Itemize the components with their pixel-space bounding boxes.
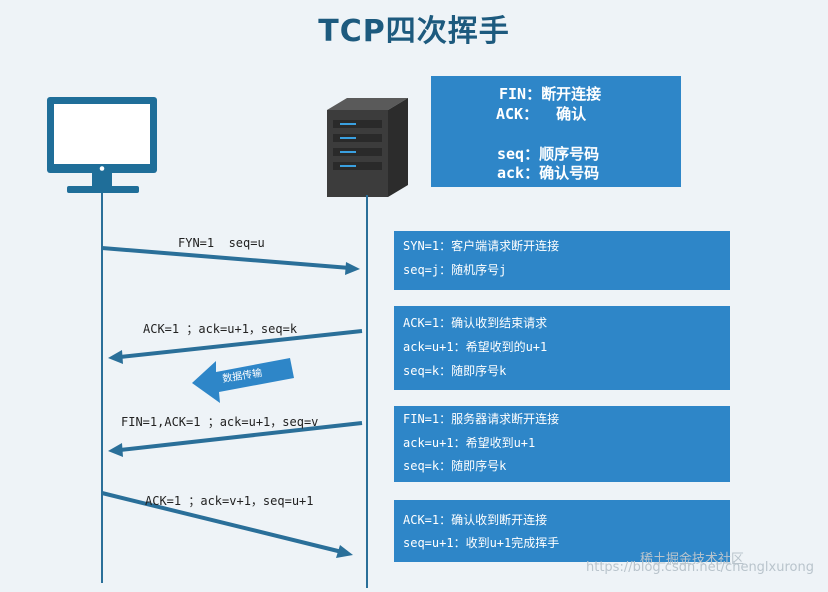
message-label-4: ACK=1 ；ack=v+1，seq=u+1 (145, 494, 314, 508)
diagram-title: TCP四次挥手 (318, 14, 510, 49)
message-label-1: FYN=1 seq=u (178, 236, 265, 250)
message-arrow-3 (108, 421, 363, 457)
watermark-url: https://blog.csdn.net/chenglxurong (586, 560, 814, 575)
server-icon (327, 98, 408, 197)
message-arrow-2 (108, 329, 363, 364)
explain-line: seq=j：随机序号j (403, 263, 507, 277)
explain-line: seq=u+1：收到u+1完成挥手 (403, 536, 560, 550)
explain-line: ack=u+1：希望收到u+1 (403, 436, 536, 450)
watermark-brand: 稀土掘金技术社区 (640, 552, 745, 567)
message-arrow-4 (101, 491, 353, 558)
explain-line: ACK=1：确认收到结束请求 (403, 316, 548, 330)
explain-line: ack=u+1：希望收到的u+1 (403, 340, 548, 354)
explain-line: SYN=1：客户端请求断开连接 (403, 239, 560, 253)
explain-line: seq=k：随即序号k (403, 364, 507, 378)
client-computer-icon (47, 97, 157, 193)
legend-ackno: ack：确认号码 (497, 164, 600, 182)
data-transfer-arrow (192, 358, 294, 403)
explain-box-2: ACK=1：确认收到结束请求 ack=u+1：希望收到的u+1 seq=k：随即… (394, 306, 730, 390)
legend-box: FIN：断开连接 ACK： 确认 seq：顺序号码 ack：确认号码 (431, 76, 681, 187)
legend-ack: ACK： 确认 (496, 105, 587, 123)
explain-line: FIN=1：服务器请求断开连接 (403, 412, 560, 426)
message-arrow-1 (101, 246, 360, 275)
explain-box-3: FIN=1：服务器请求断开连接 ack=u+1：希望收到u+1 seq=k：随即… (394, 406, 730, 482)
message-label-3: FIN=1,ACK=1 ；ack=u+1，seq=v (121, 415, 319, 429)
legend-seq: seq：顺序号码 (497, 145, 600, 163)
explain-box-4: ACK=1：确认收到断开连接 seq=u+1：收到u+1完成挥手 (394, 500, 730, 562)
explain-line: ACK=1：确认收到断开连接 (403, 513, 548, 527)
legend-fin: FIN：断开连接 (499, 85, 602, 103)
explain-line: seq=k：随即序号k (403, 459, 507, 473)
message-label-2: ACK=1 ；ack=u+1，seq=k (143, 322, 298, 336)
explain-box-1: SYN=1：客户端请求断开连接 seq=j：随机序号j (394, 231, 730, 290)
